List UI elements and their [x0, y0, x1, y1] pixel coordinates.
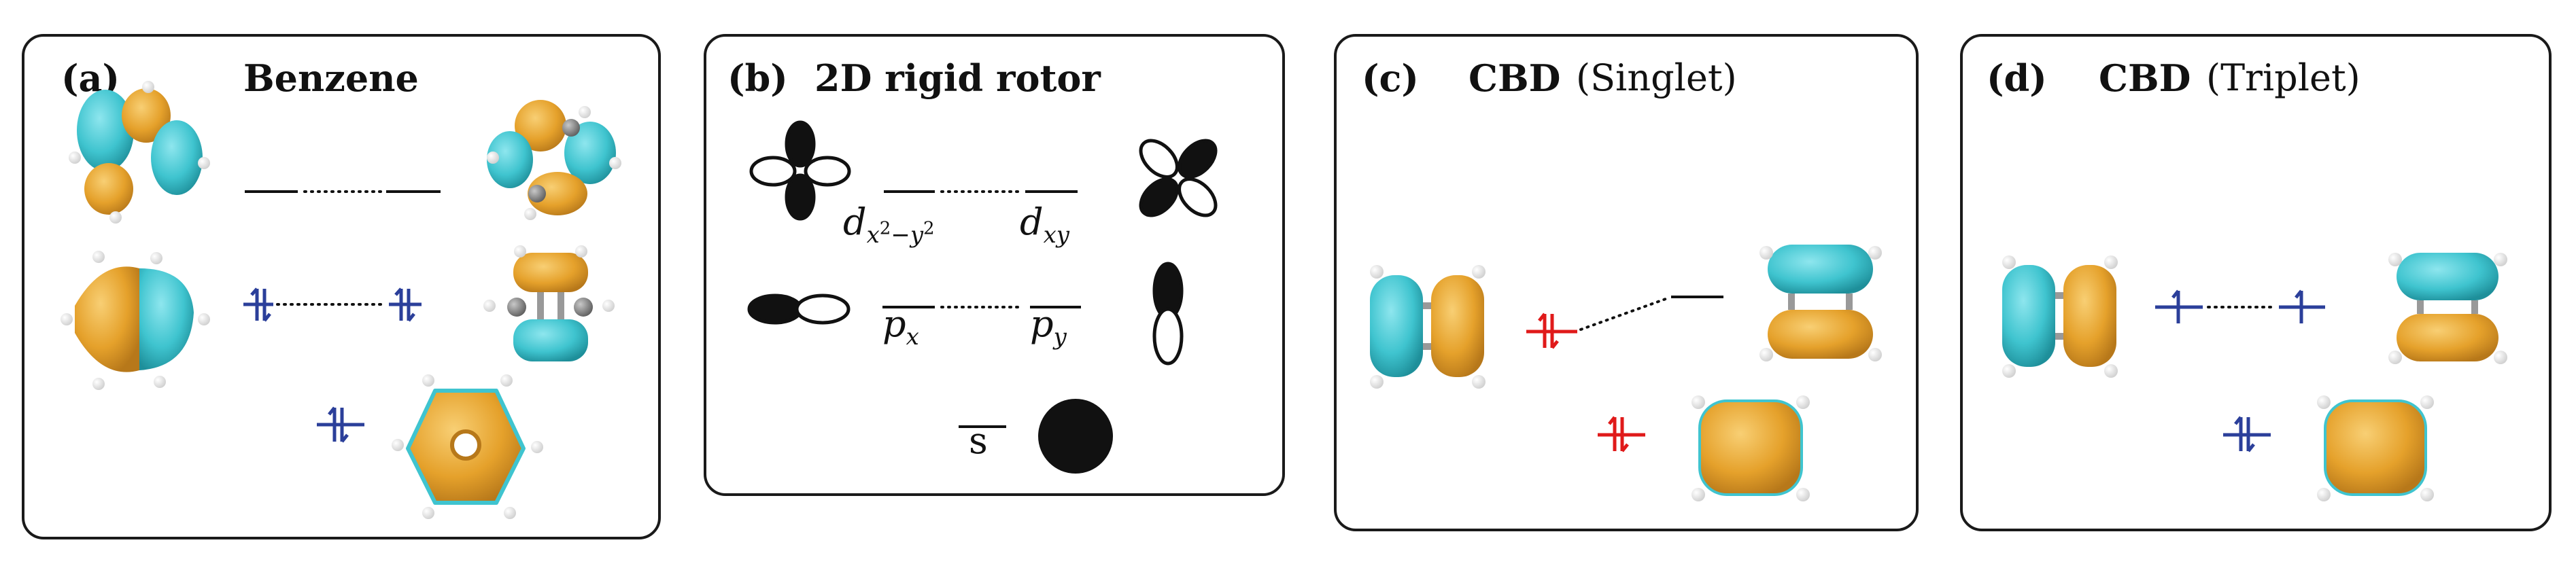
panel-c-subtitle: (Singlet): [1576, 56, 1737, 99]
spin-pair-arrow-icon: [1598, 416, 1645, 452]
panel-d-label: (d): [1987, 56, 2047, 100]
panel-d-title: CBD: [2099, 56, 2191, 100]
spin-pair-arrow-icon: [317, 406, 364, 443]
label-s: s: [969, 419, 988, 462]
benzene-orbital-2a-icon: [61, 251, 210, 390]
cbd-orbital-lumo-icon: [1759, 245, 1882, 361]
d-orbital-lobe-icon: [1139, 139, 1218, 217]
spin-pair-arrow-icon: [389, 287, 422, 322]
cbd-orbital-homo-icon: [2002, 255, 2118, 378]
cbd-orbital-lumo-icon: [2388, 253, 2507, 364]
panel-b-rotor: [704, 34, 1285, 496]
spin-pair-arrow-icon: [243, 287, 273, 322]
panel-c-label: (c): [1362, 56, 1419, 100]
s-orbital-disc-icon: [1038, 399, 1113, 474]
label-d-x2-y2: dx2−y2: [843, 200, 935, 249]
d-orbital-lobe-icon: [749, 120, 851, 221]
panel-c-title: CBD: [1469, 56, 1561, 100]
panel-b-label: (b): [727, 56, 788, 100]
cbd-orbital-homo-icon: [1370, 265, 1486, 389]
label-p-x: px: [882, 302, 919, 351]
spin-pair-arrow-icon: [1526, 313, 1577, 349]
benzene-orbital-1b-icon: [487, 100, 621, 220]
panel-a-title: Benzene: [243, 56, 419, 100]
label-d-xy: dxy: [1020, 200, 1069, 249]
single-spin-arrow-icon: [2155, 289, 2203, 323]
spin-pair-arrow-icon: [2223, 416, 2271, 452]
label-p-y: py: [1030, 302, 1067, 351]
cbd-orbital-low-icon: [1691, 395, 1810, 501]
single-spin-arrow-icon: [2279, 289, 2325, 323]
benzene-orbital-1a-icon: [69, 81, 210, 224]
benzene-orbital-2b-icon: [483, 245, 615, 361]
p-orbital-lobe-icon: [747, 294, 851, 325]
panel-d-subtitle: (Triplet): [2206, 56, 2360, 99]
p-orbital-lobe-icon: [1152, 262, 1184, 366]
panel-b-title: 2D rigid rotor: [814, 56, 1101, 100]
cbd-orbital-low-icon: [2317, 395, 2434, 501]
benzene-orbital-3-icon: [392, 374, 543, 519]
